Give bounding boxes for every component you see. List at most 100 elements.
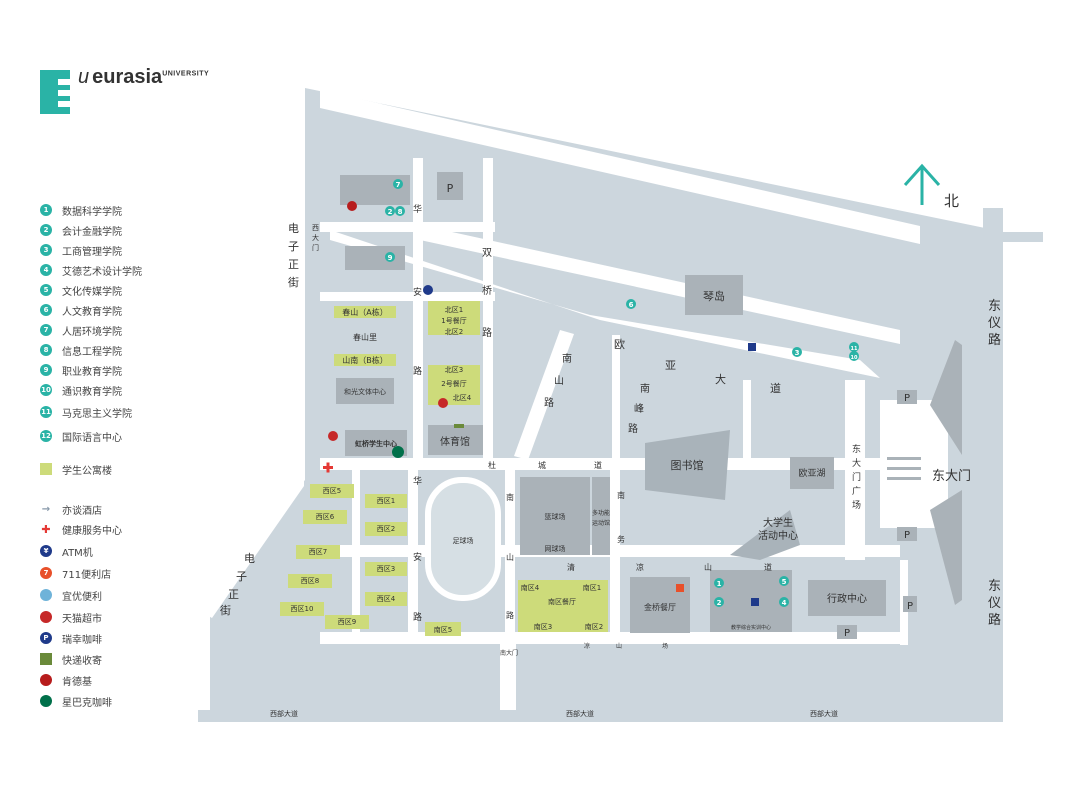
svg-text:杜: 杜 xyxy=(488,460,496,470)
svg-text:南大门: 南大门 xyxy=(500,649,518,657)
svg-text:东: 东 xyxy=(988,299,1001,314)
admin-label: 行政中心 xyxy=(827,592,867,605)
nan1-label: 南区1 xyxy=(583,583,601,592)
coffee-cup-icon-south[interactable] xyxy=(751,598,759,606)
atm-yen-icon[interactable] xyxy=(423,285,433,295)
svg-text:场: 场 xyxy=(852,500,861,511)
svg-text:门: 门 xyxy=(852,471,861,483)
campus-ground xyxy=(210,88,985,718)
kfc-icon[interactable] xyxy=(347,201,357,211)
svg-text:双: 双 xyxy=(482,247,492,259)
legend-item: ¥ATM机 xyxy=(40,543,93,559)
teach-center-label: 教学综合实训中心 xyxy=(731,624,771,631)
svg-text:欧: 欧 xyxy=(614,338,625,351)
supermarket-icon[interactable] xyxy=(438,398,448,408)
svg-text:西部大道: 西部大道 xyxy=(270,709,298,718)
compass-north-arrow-icon xyxy=(903,163,941,205)
ouyahu-building xyxy=(790,457,834,489)
parking-east1 xyxy=(897,390,917,404)
svg-text:广: 广 xyxy=(852,485,861,497)
svg-text:路: 路 xyxy=(544,396,554,409)
svg-text:南: 南 xyxy=(506,492,514,502)
svg-text:场: 场 xyxy=(662,642,668,650)
svg-text:仪: 仪 xyxy=(988,316,1001,331)
kfc-icon xyxy=(40,674,52,686)
supermarket-icon-west[interactable] xyxy=(328,431,338,441)
jinqiao-label: 金桥餐厅 xyxy=(644,602,676,612)
svg-text:亚: 亚 xyxy=(665,359,676,372)
seven-eleven-icon: 7 xyxy=(40,567,52,579)
svg-text:仪: 仪 xyxy=(988,596,1001,611)
express-icon[interactable] xyxy=(454,424,464,428)
svg-text:6: 6 xyxy=(629,301,634,309)
legend-label: 会计金融学院 xyxy=(62,226,122,238)
legend-item: 天猫超市 xyxy=(40,609,102,625)
fitness-label-1: 多功能 xyxy=(592,509,610,517)
nan-canteen-label: 南区餐厅 xyxy=(548,597,576,606)
svg-text:华: 华 xyxy=(413,475,422,487)
svg-text:凉: 凉 xyxy=(584,642,590,650)
legend-label: 瑞幸咖啡 xyxy=(62,634,102,646)
culture-label: 和光文体中心 xyxy=(344,387,386,396)
svg-text:东: 东 xyxy=(852,443,861,455)
svg-text:西: 西 xyxy=(312,224,319,232)
internal-roads xyxy=(320,90,920,710)
east-gate-wing-bottom xyxy=(930,490,962,605)
parking-admin-label: P xyxy=(844,628,850,639)
svg-text:东大门: 东大门 xyxy=(932,469,971,484)
parking-admin xyxy=(837,625,857,639)
library-label: 图书馆 xyxy=(671,458,704,472)
svg-text:10: 10 xyxy=(851,355,858,361)
seven-eleven-icon[interactable] xyxy=(676,584,684,592)
svg-text:南: 南 xyxy=(617,490,625,500)
legend-label: 星巴克咖啡 xyxy=(62,697,112,709)
svg-text:11: 11 xyxy=(851,346,858,352)
college-markers[interactable]: 7 2 8 9 6 3 11 10 1 2 5 4 xyxy=(385,179,859,607)
parking-east2 xyxy=(897,527,917,541)
svg-text:安: 安 xyxy=(413,286,422,298)
svg-text:清: 清 xyxy=(567,562,575,572)
convenience-icon xyxy=(40,589,52,601)
chunshan-label: 春山里 xyxy=(353,332,377,342)
svg-text:路: 路 xyxy=(482,326,492,339)
svg-text:路: 路 xyxy=(506,610,514,620)
gym-label: 体育馆 xyxy=(440,435,470,448)
svg-text:大: 大 xyxy=(715,372,726,386)
health-cross-icon-v[interactable] xyxy=(326,462,330,473)
legend-item: 肯德基 xyxy=(40,672,92,688)
legend-item: 快递收寄 xyxy=(40,651,102,667)
svg-text:路: 路 xyxy=(628,422,638,435)
legend-label: 艾德艺术设计学院 xyxy=(62,266,142,278)
svg-text:大: 大 xyxy=(312,233,319,242)
coffee-cup-icon[interactable] xyxy=(748,343,756,351)
svg-text:华: 华 xyxy=(413,203,422,215)
hongqiao-label: 虹桥学生中心 xyxy=(355,439,397,448)
dormitory-swatch-icon xyxy=(40,463,52,475)
nan2-label: 南区2 xyxy=(585,622,603,631)
starbucks-icon xyxy=(40,695,52,707)
svg-text:2: 2 xyxy=(388,208,393,216)
parking-east3 xyxy=(903,596,917,612)
svg-text:道: 道 xyxy=(764,562,772,572)
tennis-label: 网球场 xyxy=(545,544,566,553)
fitness-label-2: 运动馆 xyxy=(592,519,610,527)
activity-center-label-1: 大学生 xyxy=(763,516,793,529)
xi1-label: 西区1 xyxy=(377,497,395,505)
legend-item: ✚健康服务中心 xyxy=(40,521,122,537)
gate-labels: 西 大 门 东大门 南大门 xyxy=(312,224,971,657)
svg-text:1: 1 xyxy=(717,580,722,588)
number-1-icon: 1 xyxy=(40,204,52,216)
culture-center xyxy=(336,378,394,404)
parking-east2-label: P xyxy=(904,530,910,541)
east-gate-wing-top xyxy=(930,340,962,455)
number-5-icon: 5 xyxy=(40,284,52,296)
starbucks-icon[interactable] xyxy=(392,446,404,458)
express-icon xyxy=(40,653,52,665)
